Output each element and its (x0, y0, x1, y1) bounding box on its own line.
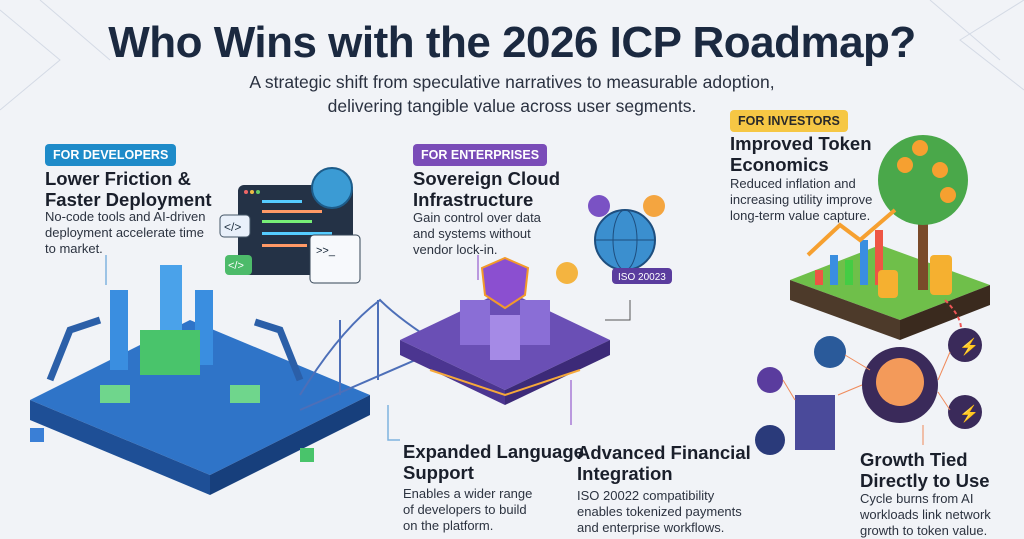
developer-city-platform-illustration (30, 265, 370, 495)
ai-brain-network-illustration: ⚡⚡ (755, 328, 982, 455)
sovereign-cloud-server-illustration (400, 256, 610, 405)
svg-text:>>_: >>_ (316, 245, 336, 257)
page-title: Who Wins with the 2026 ICP Roadmap? (108, 18, 916, 67)
svg-text:⚡: ⚡ (959, 337, 979, 356)
investors-badge: FOR INVESTORS (730, 110, 848, 132)
background-grid-lines (0, 0, 1024, 111)
token-tree-growth-illustration (790, 135, 990, 340)
enterprises-badge: FOR ENTERPRISES (413, 144, 548, 166)
svg-text:⚡: ⚡ (959, 404, 979, 423)
subtitle: A strategic shift from speculative narra… (249, 72, 775, 116)
connector-lines (105, 255, 400, 441)
financial-globe-illustration: ISO 20023 (556, 195, 672, 321)
svg-text:</>: </> (224, 220, 241, 234)
code-window-icon: </> </> >>_ (219, 167, 361, 284)
svg-text:</>: </> (228, 260, 244, 272)
iso-tag: ISO 20023 (618, 272, 666, 283)
developers-badge: FOR DEVELOPERS (45, 144, 177, 166)
developers-heading: Lower Friction &Faster Deployment (45, 168, 212, 210)
